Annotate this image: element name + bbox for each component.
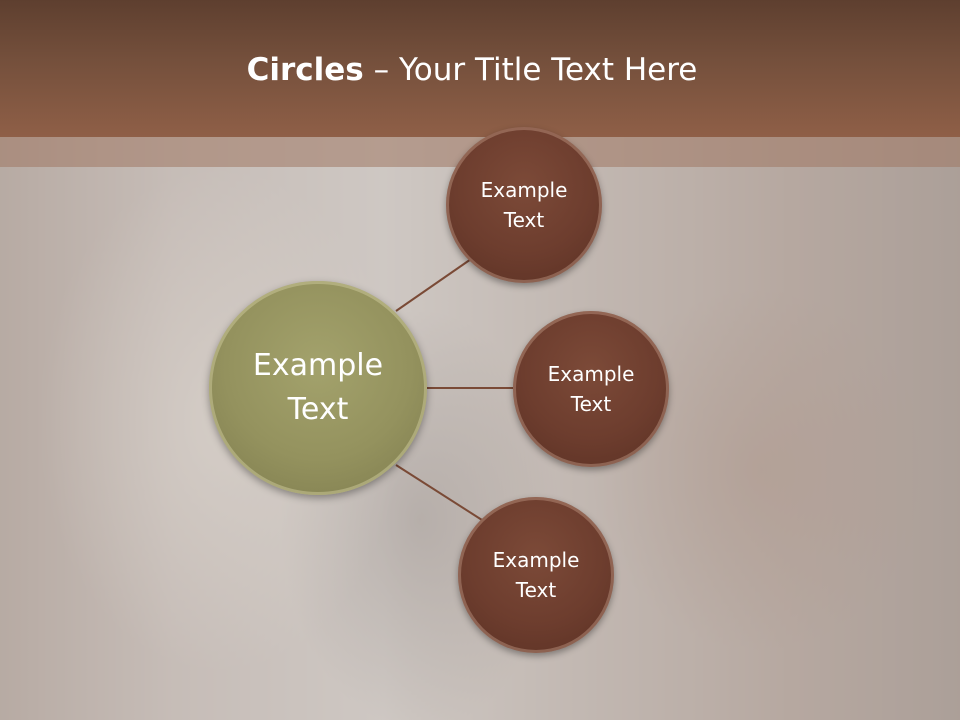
satellite-circle-1-label: Example Text xyxy=(480,178,568,232)
center-circle-label: Example Text xyxy=(252,348,384,427)
connector-line-1 xyxy=(395,256,475,312)
title-bar xyxy=(0,0,960,137)
satellite-circle-2-label: Example Text xyxy=(547,362,635,416)
center-circle[interactable]: Example Text xyxy=(209,281,427,495)
slide-title-rest: – Your Title Text Here xyxy=(363,52,698,88)
satellite-circle-1[interactable]: Example Text xyxy=(446,127,602,283)
slide-title-bold: Circles xyxy=(246,52,364,88)
satellite-circle-3[interactable]: Example Text xyxy=(458,497,614,653)
satellite-circle-3-label: Example Text xyxy=(492,548,580,602)
slide-title[interactable]: Circles – Your Title Text Here xyxy=(0,52,944,88)
connector-line-3 xyxy=(395,464,483,521)
satellite-circle-2[interactable]: Example Text xyxy=(513,311,669,467)
